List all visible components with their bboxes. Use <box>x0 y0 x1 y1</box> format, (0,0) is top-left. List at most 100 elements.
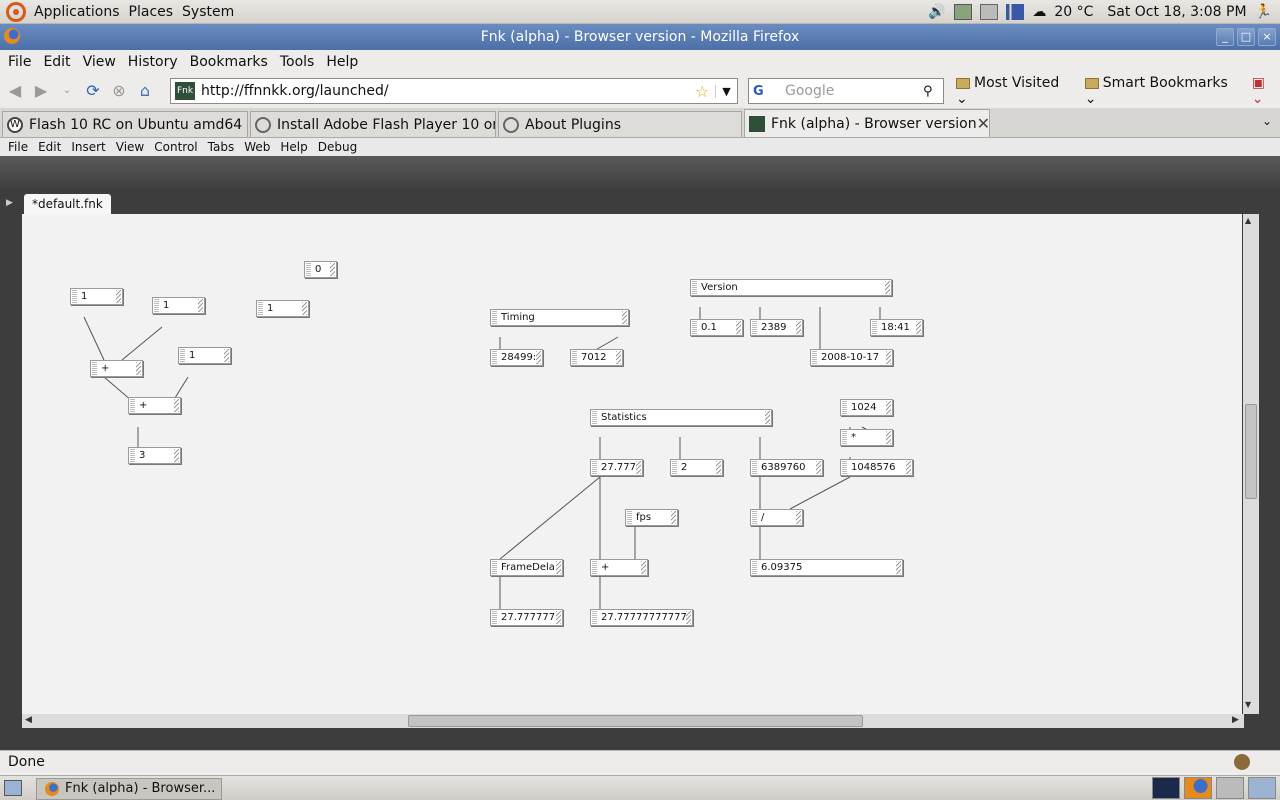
node-framedelay[interactable]: FrameDela <box>490 559 563 576</box>
app-menu-tabs[interactable]: Tabs <box>207 140 235 154</box>
scroll-left-icon[interactable]: ◀ <box>25 715 32 725</box>
document-tab[interactable]: *default.fnk <box>24 194 111 214</box>
maximize-button[interactable]: □ <box>1237 28 1255 46</box>
url-dropdown-icon[interactable]: ▼ <box>715 84 737 98</box>
node-divide[interactable]: / <box>750 509 803 526</box>
menu-tools[interactable]: Tools <box>279 54 315 70</box>
node-plus-b[interactable]: + <box>128 397 181 414</box>
app-menu-web[interactable]: Web <box>244 140 271 154</box>
node-two[interactable]: 2 <box>670 459 723 476</box>
menu-file[interactable]: File <box>8 54 32 70</box>
panel-menu-system[interactable]: System <box>182 3 235 20</box>
tab-about-plugins[interactable]: About Plugins <box>498 111 742 137</box>
search-bar[interactable]: G Google ⚲ <box>748 78 944 104</box>
node-one-b[interactable]: 1 <box>152 297 205 314</box>
app-menu-edit[interactable]: Edit <box>38 140 62 154</box>
node-version-build[interactable]: 2389 <box>750 319 803 336</box>
window-titlebar[interactable]: Fnk (alpha) - Browser version - Mozilla … <box>0 24 1280 50</box>
tab-fnk[interactable]: Fnk (alpha) - Browser version ✕ <box>744 109 990 137</box>
node-timing-b[interactable]: 7012 <box>570 349 623 366</box>
node-framedelay-value[interactable]: 27.777777 <box>490 609 563 626</box>
app-menu-view[interactable]: View <box>115 140 145 154</box>
bookmark-most-visited[interactable]: Most Visited ⌄ <box>956 75 1060 107</box>
node-three[interactable]: 3 <box>128 447 181 464</box>
vertical-scrollbar[interactable]: ▲ ▼ <box>1243 214 1259 714</box>
back-button-icon[interactable]: ◀ <box>8 81 22 100</box>
node-1024[interactable]: 1024 <box>840 399 893 416</box>
menu-help[interactable]: Help <box>326 54 359 70</box>
close-window-button[interactable]: × <box>1258 28 1276 46</box>
node-zero[interactable]: 0 <box>304 261 337 278</box>
node-one-a[interactable]: 1 <box>70 288 123 305</box>
close-tab-icon[interactable]: ✕ <box>976 114 990 133</box>
firefox-launcher-icon[interactable] <box>1184 777 1212 799</box>
horizontal-scrollbar[interactable]: ◀ ▶ <box>22 714 1244 728</box>
ubuntu-logo-icon[interactable] <box>6 1 26 22</box>
menu-edit[interactable]: Edit <box>43 54 71 70</box>
logout-icon[interactable]: 🏃 <box>1254 4 1272 20</box>
panel-menu-applications[interactable]: Applications <box>34 3 120 20</box>
app-menu-file[interactable]: File <box>8 140 29 154</box>
node-fps-value[interactable]: 27.777 <box>590 459 643 476</box>
app-menu-help[interactable]: Help <box>280 140 308 154</box>
reload-icon[interactable]: ⟳ <box>86 81 100 100</box>
tab-flash-10-rc[interactable]: W Flash 10 RC on Ubuntu amd64 «... <box>2 111 248 137</box>
search-input[interactable]: Google <box>785 83 835 99</box>
signal-icon[interactable] <box>1006 4 1025 20</box>
panel-menu-places[interactable]: Places <box>128 3 174 20</box>
weather-icon[interactable]: ☁ <box>1032 4 1047 20</box>
minimize-button[interactable]: _ <box>1216 28 1234 46</box>
tab-install-flash[interactable]: Install Adobe Flash Player 10 on ... <box>250 111 496 137</box>
scroll-down-icon[interactable]: ▼ <box>1245 700 1252 709</box>
node-version-number[interactable]: 0.1 <box>690 319 743 336</box>
weather-text[interactable]: 20 °C <box>1054 4 1094 20</box>
network-icon[interactable] <box>954 4 973 20</box>
app-menu-control[interactable]: Control <box>154 140 198 154</box>
scroll-up-icon[interactable]: ▲ <box>1245 216 1252 225</box>
node-plus-a[interactable]: + <box>90 360 143 377</box>
url-bar[interactable]: Fnk http://ffnnkk.org/launched/ ☆ ▼ <box>170 78 738 104</box>
node-version[interactable]: Version <box>690 279 892 296</box>
firefox-icon[interactable] <box>4 28 20 44</box>
addon-icon[interactable]: ▣ ⌄ <box>1251 75 1265 107</box>
bookmark-smart-bookmarks[interactable]: Smart Bookmarks ⌄ <box>1084 75 1228 107</box>
node-sum-value[interactable]: 27.77777777777 <box>590 609 693 626</box>
node-multiply[interactable]: * <box>840 429 893 446</box>
tab-list-icon[interactable]: ⌄ <box>1261 114 1272 128</box>
clock[interactable]: Sat Oct 18, 3:08 PM <box>1107 4 1247 20</box>
forward-button-icon[interactable]: ▶ <box>34 81 48 100</box>
menu-history[interactable]: History <box>127 54 178 70</box>
node-version-time[interactable]: 18:41 <box>870 319 923 336</box>
menu-view[interactable]: View <box>82 54 116 70</box>
node-ratio[interactable]: 6.09375 <box>750 559 903 576</box>
app-menu-insert[interactable]: Insert <box>71 140 106 154</box>
node-timing[interactable]: Timing <box>490 309 629 326</box>
horizontal-scroll-thumb[interactable] <box>408 715 863 727</box>
vertical-scroll-thumb[interactable] <box>1245 404 1257 499</box>
search-icon[interactable]: ⚲ <box>923 83 933 99</box>
node-memory[interactable]: 6389760 <box>750 459 823 476</box>
bookmark-star-icon[interactable]: ☆ <box>695 81 710 101</box>
battery-icon[interactable] <box>980 4 999 20</box>
sidebar-toggle-icon[interactable]: ▶ <box>6 198 13 208</box>
node-1048576[interactable]: 1048576 <box>840 459 913 476</box>
menu-bookmarks[interactable]: Bookmarks <box>189 54 268 70</box>
volume-icon[interactable]: 🔊 <box>928 4 946 20</box>
node-statistics[interactable]: Statistics <box>590 409 772 426</box>
node-version-date[interactable]: 2008-10-17 <box>810 349 893 366</box>
scroll-right-icon[interactable]: ▶ <box>1232 715 1239 725</box>
app-menu-debug[interactable]: Debug <box>317 140 358 154</box>
node-one-c[interactable]: 1 <box>256 300 309 317</box>
trash-icon[interactable] <box>1248 777 1276 799</box>
node-fps[interactable]: fps <box>625 509 678 526</box>
home-icon[interactable]: ⌂ <box>139 81 151 100</box>
addon-status-icon[interactable] <box>1234 754 1250 770</box>
system-monitor-icon[interactable] <box>1152 777 1180 799</box>
search-engine-icon[interactable]: G <box>753 83 764 99</box>
stop-icon[interactable]: ⊗ <box>112 81 126 100</box>
patch-canvas[interactable]: 0 1 1 1 1 + + 3 Timing 28499: 7012 Versi… <box>22 214 1242 714</box>
url-input[interactable]: http://ffnnkk.org/launched/ <box>201 83 389 99</box>
show-desktop-icon[interactable] <box>4 780 22 796</box>
node-timing-a[interactable]: 28499: <box>490 349 543 366</box>
node-plus-c[interactable]: + <box>590 559 648 576</box>
